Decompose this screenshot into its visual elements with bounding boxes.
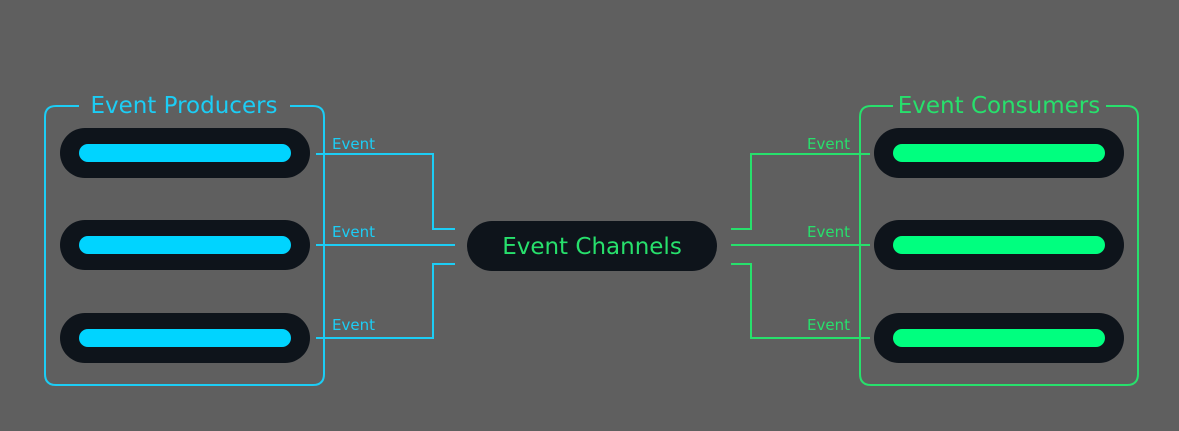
producer-connector-3 — [316, 263, 455, 339]
consumer-connectors — [731, 153, 870, 339]
consumer-node-bar — [893, 329, 1105, 347]
event-channel-hub: Event Channels — [467, 221, 717, 271]
producer-node-2 — [60, 220, 310, 270]
consumers-group-title: Event Consumers — [898, 93, 1100, 119]
producers-group-border — [44, 105, 325, 386]
producer-node-bar — [79, 236, 291, 254]
producer-connectors — [316, 153, 455, 339]
producers-group-title: Event Producers — [90, 93, 277, 119]
consumer-connector-3 — [731, 263, 870, 339]
consumer-node-bar — [893, 236, 1105, 254]
producers-group: Event Producers — [44, 93, 325, 386]
consumer-node-3 — [874, 313, 1124, 363]
consumer-node-2 — [874, 220, 1124, 270]
producer-node-1 — [60, 128, 310, 178]
producer-connector-1 — [316, 153, 455, 230]
consumer-node-1 — [874, 128, 1124, 178]
producer-event-label-3: Event — [332, 316, 375, 334]
consumer-connector-1 — [731, 153, 870, 230]
producer-node-bar — [79, 144, 291, 162]
consumer-event-label-1: Event — [807, 135, 850, 153]
consumer-event-label-2: Event — [807, 223, 850, 241]
consumer-event-label-3: Event — [807, 316, 850, 334]
consumers-group-border — [859, 105, 1139, 386]
consumer-node-bar — [893, 144, 1105, 162]
producer-event-label-2: Event — [332, 223, 375, 241]
consumers-group: Event Consumers — [859, 93, 1139, 386]
producer-node-bar — [79, 329, 291, 347]
event-channel-pill — [467, 221, 717, 271]
producer-event-label-1: Event — [332, 135, 375, 153]
event-channel-label: Event Channels — [502, 234, 682, 260]
producer-node-3 — [60, 313, 310, 363]
